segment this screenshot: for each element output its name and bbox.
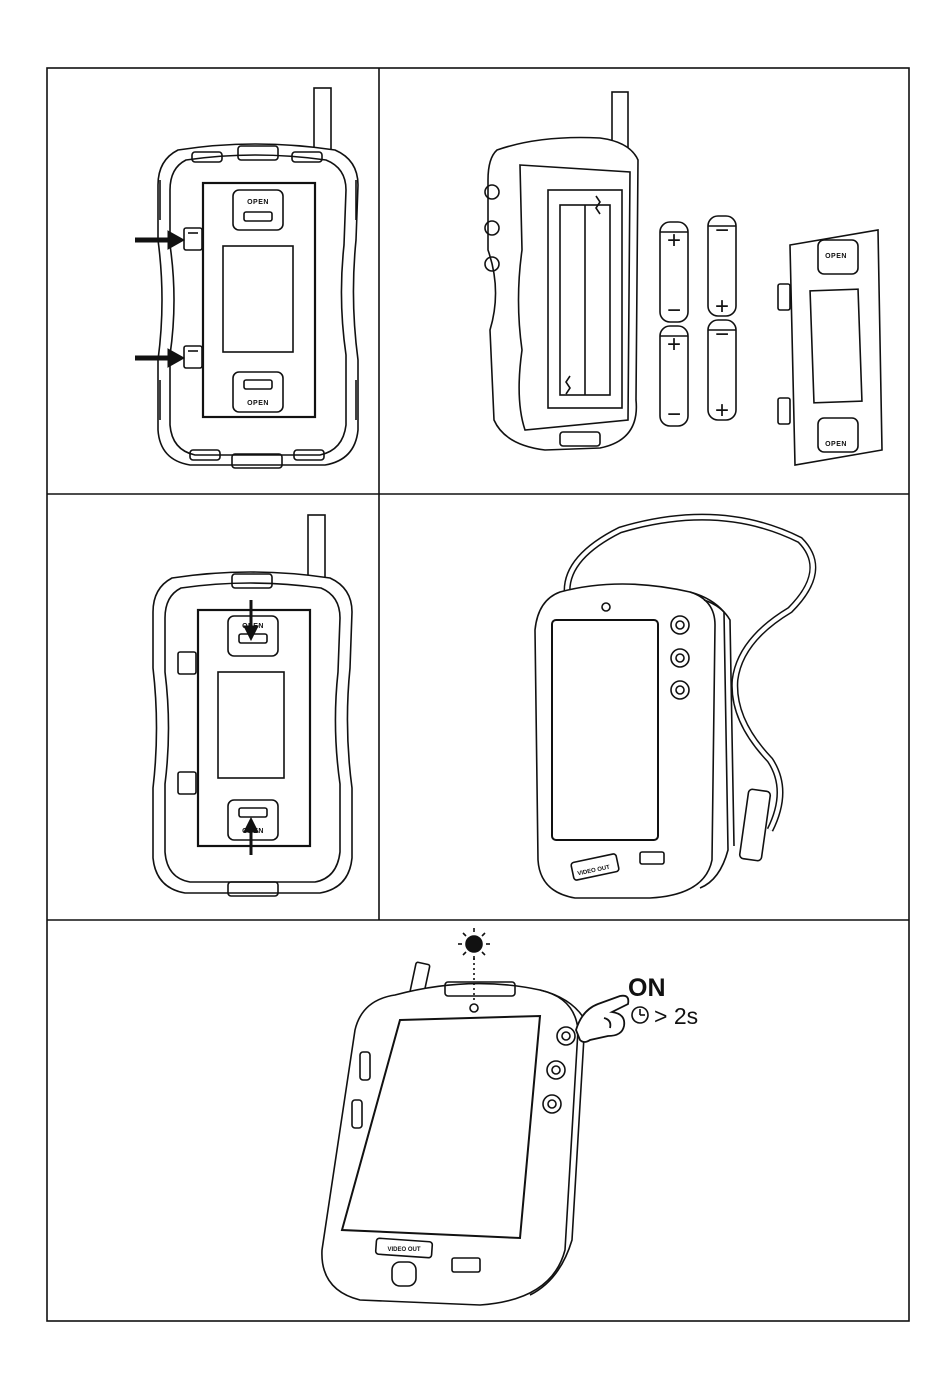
battery-sign: + xyxy=(715,397,729,424)
sun-icon xyxy=(458,928,490,960)
battery-sign: − xyxy=(667,297,681,324)
open-label-top: OPEN xyxy=(247,199,269,206)
battery-sign: + xyxy=(667,331,681,358)
battery-sign: − xyxy=(715,321,729,348)
clock-icon xyxy=(632,1007,648,1023)
battery-sign: − xyxy=(667,401,681,428)
battery-sign: + xyxy=(715,293,729,320)
battery-cover xyxy=(778,230,882,465)
hand-press-icon xyxy=(576,996,628,1042)
hold-time-label: > 2s xyxy=(654,1003,698,1029)
panel-power-on xyxy=(322,958,585,1305)
panel-remove-cover xyxy=(158,88,358,468)
panel-device-overview xyxy=(535,517,813,898)
battery-sign: − xyxy=(715,217,729,244)
battery-sign: + xyxy=(667,227,681,254)
open-label-cover-top: OPEN xyxy=(825,253,847,260)
open-label-cover-bottom: OPEN xyxy=(825,441,847,448)
power-on-label: ON xyxy=(628,974,666,1002)
panel-insert-batteries xyxy=(485,92,638,450)
video-out-label: VIDEO OUT xyxy=(387,1247,420,1253)
open-label-bottom: OPEN xyxy=(247,400,269,407)
